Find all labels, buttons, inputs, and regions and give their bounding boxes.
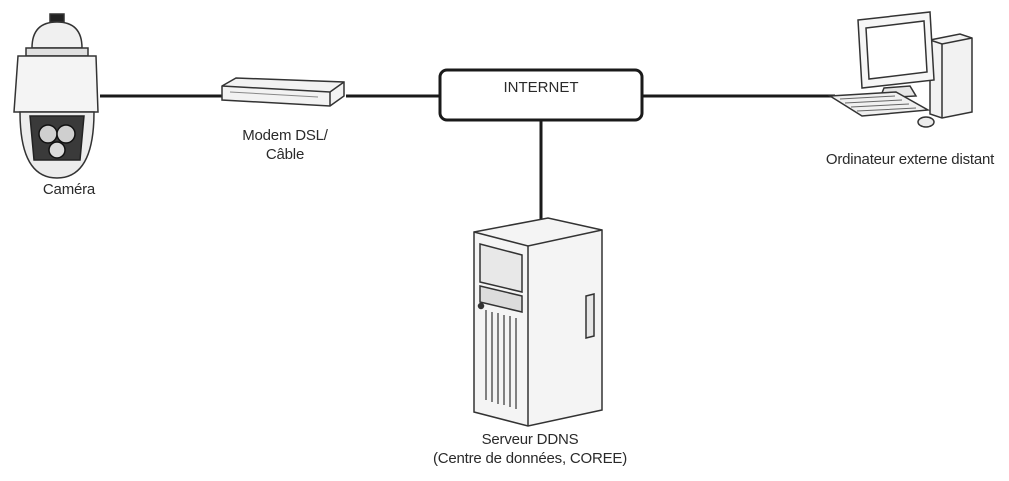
ddns-server-label-line2: (Centre de données, COREE)	[432, 450, 628, 467]
ddns-server-label: Serveur DDNS (Centre de données, COREE)	[400, 430, 660, 468]
modem-label-line2: Câble	[265, 146, 305, 163]
remote-pc-label-text: Ordinateur externe distant	[825, 151, 995, 168]
server-tower-icon	[473, 217, 603, 427]
camera-icon	[13, 13, 99, 179]
modem-label-line1: Modem DSL/	[242, 127, 328, 144]
internet-box	[438, 68, 644, 122]
ddns-server-label-line1: Serveur DDNS	[481, 431, 579, 448]
camera-label: Caméra	[14, 180, 124, 199]
desktop-computer-icon	[827, 11, 973, 128]
connections	[100, 94, 835, 222]
camera-label-text: Caméra	[42, 181, 96, 198]
modem-icon	[221, 77, 345, 107]
modem-label: Modem DSL/ Câble	[225, 126, 345, 164]
remote-pc-label: Ordinateur externe distant	[790, 150, 1009, 169]
internet-label: INTERNET	[503, 79, 579, 96]
